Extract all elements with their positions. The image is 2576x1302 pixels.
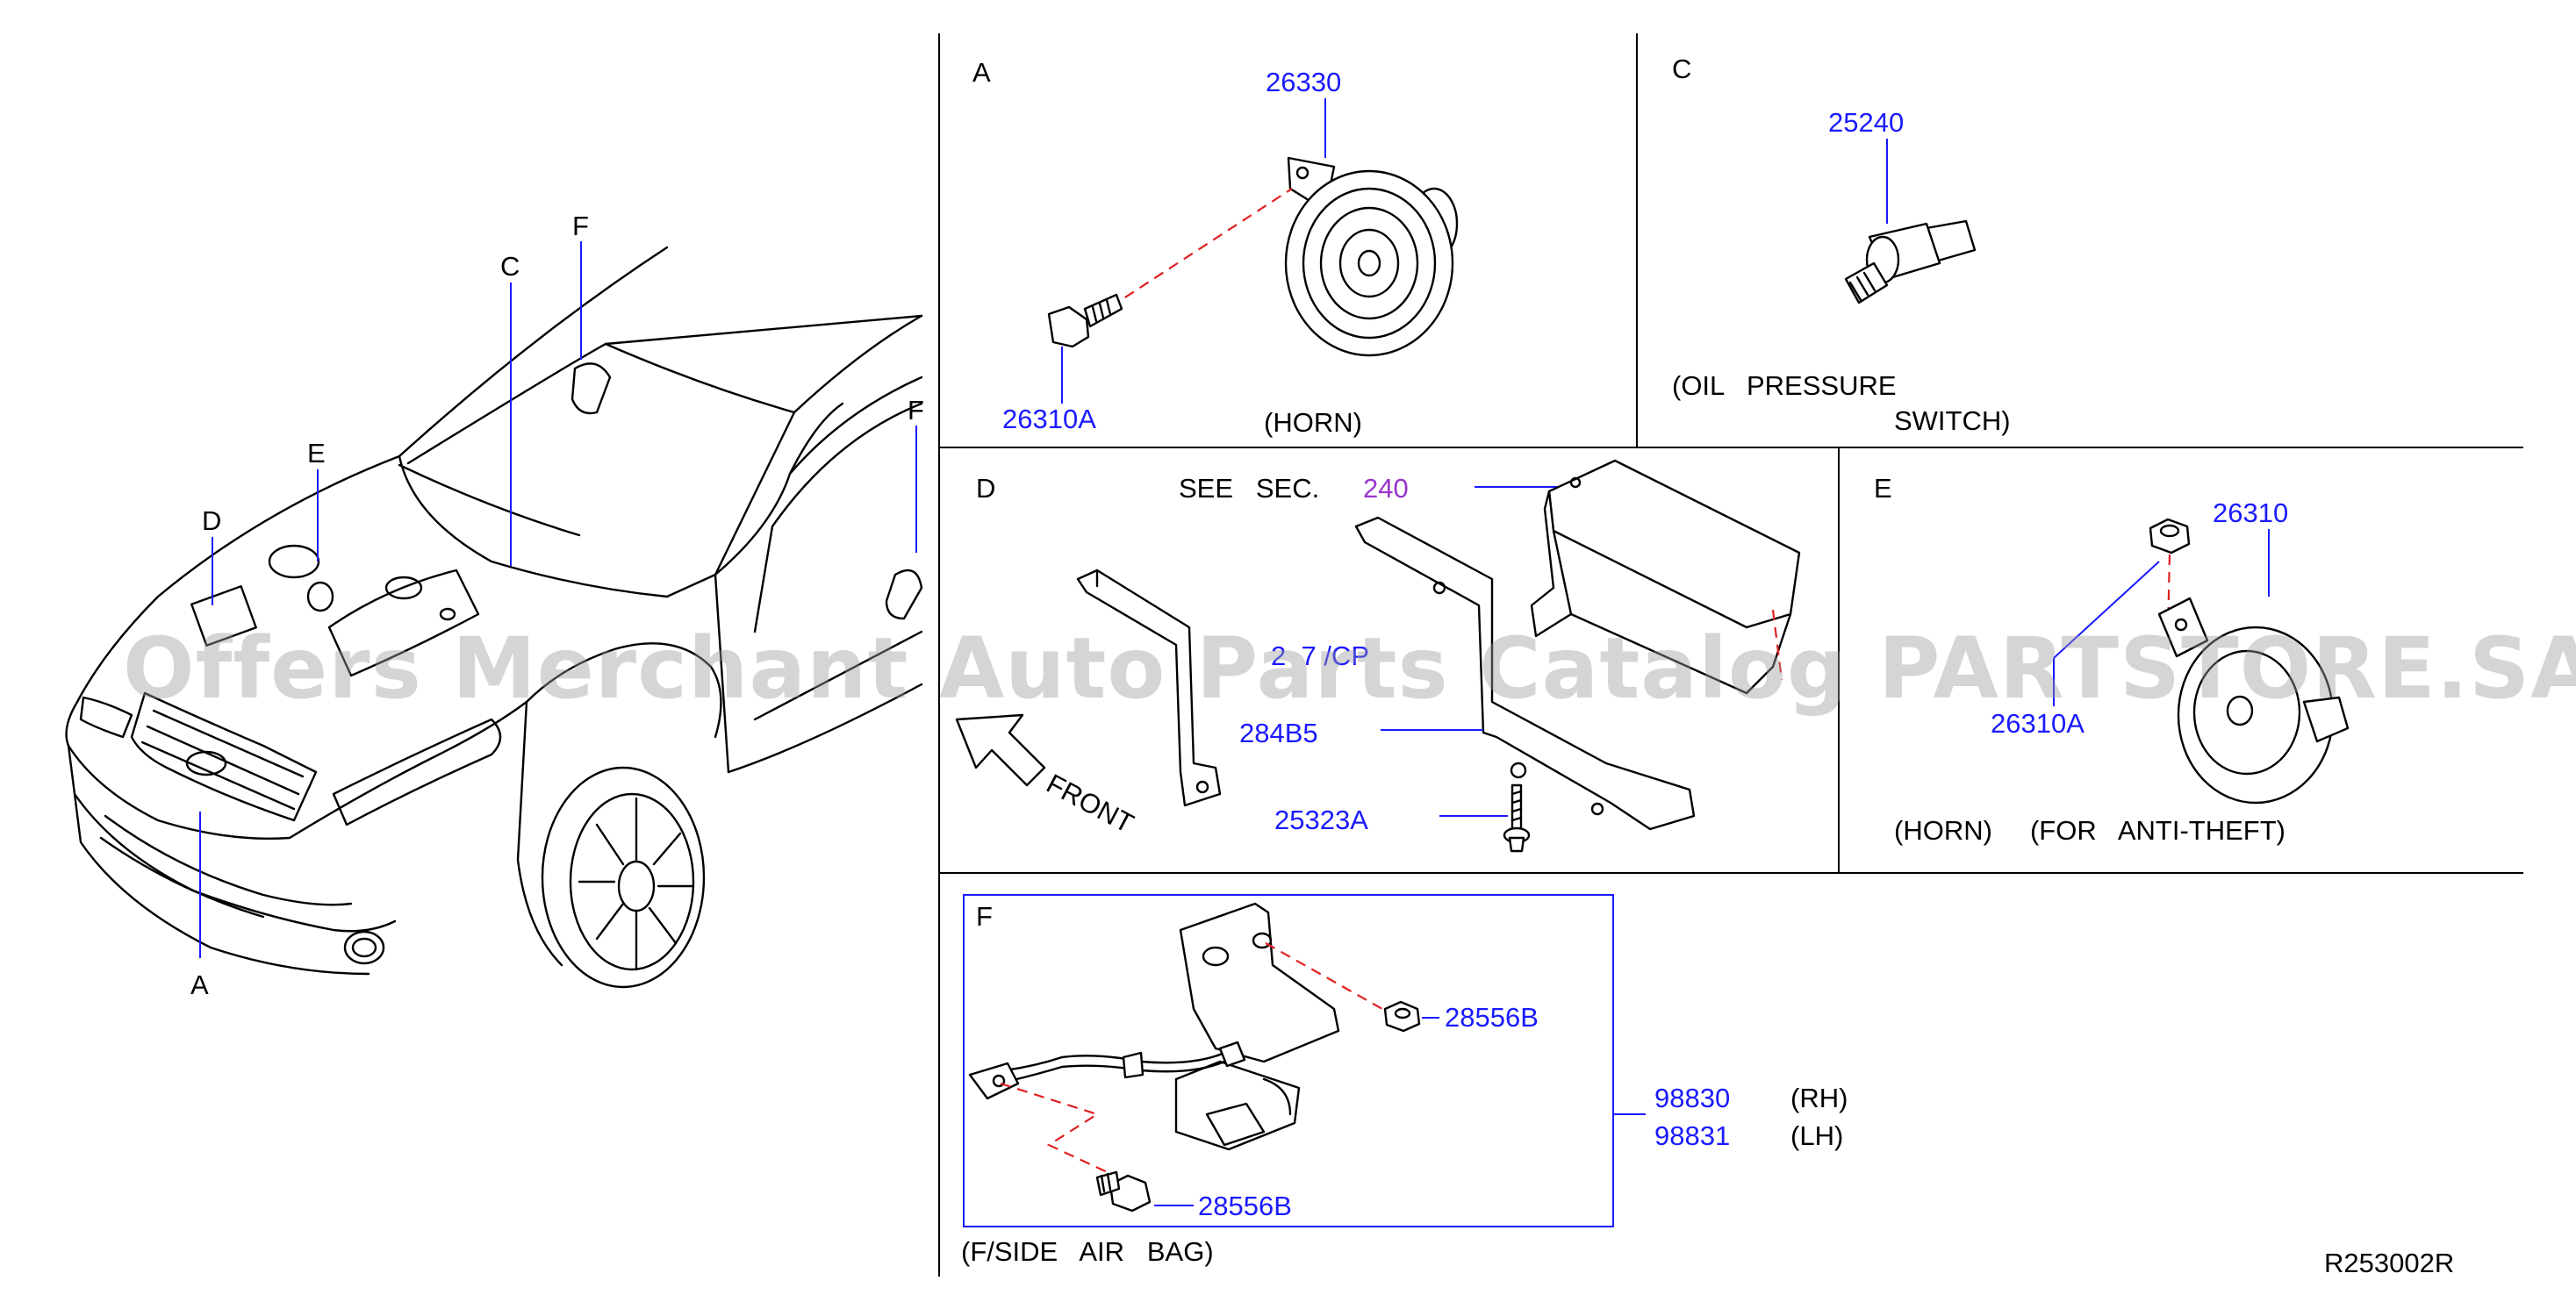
part-26310a[interactable]: 26310A [1002, 404, 1096, 434]
part-284b5[interactable]: 284B5 [1239, 718, 1318, 748]
part-26310a-e[interactable]: 26310A [1991, 708, 2084, 739]
variant-lh: (LH) [1790, 1120, 1843, 1151]
panel-e: E 26310 26310A (HORN) (FOR ANTI-THEFT) [1874, 473, 2350, 846]
anti-theft-horn-drawing [2157, 597, 2350, 805]
part-26310[interactable]: 26310 [2213, 497, 2288, 528]
bolt-f-drawing [1095, 1170, 1152, 1213]
front-label: FRONT [1042, 768, 1139, 839]
panel-c-letter: C [1672, 54, 1691, 84]
panel-f-letter: F [976, 901, 993, 932]
part-25323a[interactable]: 25323A [1274, 805, 1368, 835]
callout-a: A [190, 969, 209, 1000]
panel-c: C 25240 (OIL PRESSURE SWITCH) [1672, 54, 2011, 436]
panel-c-caption-line2: SWITCH) [1894, 405, 2011, 436]
panel-a: A 26330 26310A (HORN) [972, 57, 1459, 438]
oil-pressure-switch-drawing [1844, 219, 1977, 304]
variant-rh: (RH) [1790, 1083, 1848, 1113]
front-arrow-icon [955, 713, 1046, 787]
panel-f: F 28556B [961, 894, 1848, 1267]
car-leaders [199, 241, 917, 958]
screw-drawing [1503, 783, 1531, 853]
see-sec-label: SEE SEC. [1179, 473, 1319, 504]
panel-grid [938, 33, 2523, 1277]
panel-f-caption: (F/SIDE AIR BAG) [961, 1236, 1214, 1267]
watermark: Offers Merchant Auto Parts Catalog PARTS… [123, 619, 2576, 718]
bolt-drawing [1047, 293, 1123, 348]
part-partial-label: 2 7 /CP [1271, 640, 1369, 671]
horn-drawing [1284, 156, 1459, 357]
left-bracket-drawing [1076, 569, 1222, 807]
callout-d: D [202, 505, 221, 536]
car-callouts: C F F E D A [190, 211, 924, 1000]
callout-f-side: F [908, 395, 924, 426]
nut-f-drawing [1383, 1000, 1421, 1033]
panel-f-box [963, 894, 1614, 1227]
part-98830[interactable]: 98830 [1654, 1083, 1730, 1113]
part-28556b-bolt[interactable]: 28556B [1198, 1191, 1292, 1221]
center-bracket-drawing [1354, 516, 1696, 831]
panel-a-caption: (HORN) [1264, 407, 1362, 438]
callout-c: C [500, 251, 520, 282]
panel-d-letter: D [976, 473, 995, 504]
side-airbag-sensor-drawing [968, 902, 1340, 1151]
figure-code: R253002R [2324, 1248, 2454, 1278]
nut-drawing [2149, 518, 2191, 554]
part-28556b-nut[interactable]: 28556B [1445, 1002, 1539, 1033]
panel-a-letter: A [972, 57, 991, 88]
car-overview [65, 246, 923, 989]
callout-e: E [307, 438, 326, 469]
panel-e-letter: E [1874, 473, 1892, 504]
panel-e-caption: (HORN) (FOR ANTI-THEFT) [1894, 815, 2285, 846]
part-26330[interactable]: 26330 [1266, 67, 1341, 97]
control-unit-box-drawing [1530, 459, 1801, 695]
part-25240[interactable]: 25240 [1828, 107, 1904, 138]
panel-c-caption-line1: (OIL PRESSURE [1672, 370, 1897, 401]
see-sec-240[interactable]: 240 [1363, 473, 1409, 504]
callout-f-windshield: F [572, 211, 589, 241]
part-98831[interactable]: 98831 [1654, 1120, 1730, 1151]
